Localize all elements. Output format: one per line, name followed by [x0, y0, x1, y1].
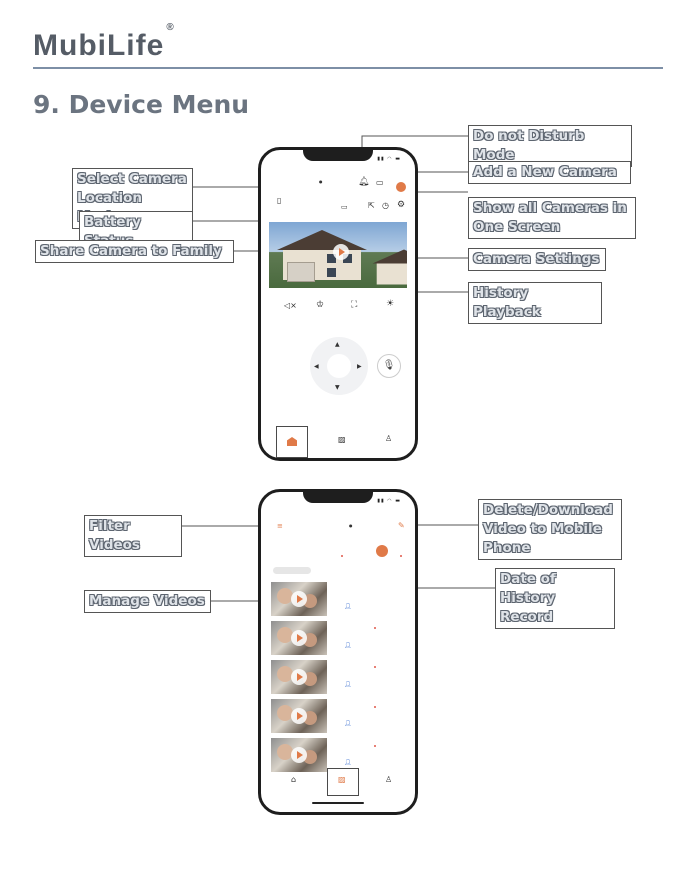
tab-home-highlight [276, 426, 308, 458]
add-camera-icon[interactable] [396, 182, 406, 192]
arrow-right-icon[interactable]: ▶ [357, 363, 362, 370]
play-icon[interactable] [291, 708, 307, 724]
battery-icon: ▭ [341, 203, 348, 211]
arrow-up-icon[interactable]: ▲ [335, 341, 340, 348]
phone-notch [303, 147, 373, 161]
home-icon[interactable]: ⌂ [291, 775, 297, 784]
tab-gallery-highlight [327, 768, 359, 796]
phone-videos: ▮▮ ◠ ▬ ≡ ● ✎ 👤︎ 👤︎ 👤︎ 👤︎ 👤︎ ⌂ ▨ ♙ [258, 489, 418, 815]
video-thumbnail[interactable] [271, 738, 327, 772]
callout-date-history: Date of History Record [495, 568, 615, 629]
header-rule [33, 67, 663, 69]
profile-icon[interactable]: ♙ [385, 434, 393, 443]
person-icon: 👤︎ [344, 720, 352, 727]
gallery-icon[interactable]: ▨ [338, 435, 346, 444]
event-marker [374, 706, 376, 708]
callout-do-not-disturb: Do not Disturb Mode [468, 125, 632, 167]
callout-filter-videos: Filter Videos [84, 515, 182, 557]
phone-live-view: ▮▮ ◠ ▬ ● 🔔︎ ▭ ▯ ▭ ⇱ ◷ ⚙︎ ◁× ♔ ⛶ ☀︎ ▲ ▼ ◀… [258, 147, 418, 461]
siren-icon[interactable]: ♔ [316, 300, 325, 310]
share-icon[interactable]: ⇱ [368, 201, 375, 210]
callout-history-playback: History Playback [468, 282, 602, 324]
title-dot-icon: ● [349, 523, 353, 528]
person-icon: 👤︎ [344, 681, 352, 688]
brand-logo: MubiLife® [33, 22, 174, 63]
status-bar-icons: ▮▮ ◠ ▬ [377, 498, 401, 504]
video-thumbnail[interactable] [271, 621, 327, 655]
play-icon[interactable] [291, 669, 307, 685]
grid-icon[interactable]: ▭ [376, 178, 384, 187]
phone-notch [303, 489, 373, 503]
fullscreen-icon[interactable]: ⛶ [351, 300, 358, 310]
gallery-icon[interactable]: ▨ [338, 775, 346, 784]
profile-icon[interactable]: ♙ [385, 775, 393, 784]
play-icon[interactable] [291, 630, 307, 646]
callout-delete-download: Delete/Download Video to Mobile Phone [478, 499, 622, 560]
section-title: 9. Device Menu [33, 90, 250, 119]
date-pill [273, 567, 311, 574]
person-icon: 👤︎ [344, 759, 352, 766]
selected-date-icon[interactable] [376, 545, 388, 557]
callout-share-camera: Share Camera to Family [35, 240, 234, 263]
home-indicator [312, 802, 364, 804]
callout-add-camera: Add a New Camera [468, 161, 631, 184]
ptz-dpad[interactable]: ▲ ▼ ◀ ▶ [310, 337, 368, 395]
arrow-left-icon[interactable]: ◀ [314, 363, 319, 370]
event-marker [374, 666, 376, 668]
edit-icon[interactable]: ✎ [398, 521, 405, 530]
event-marker [374, 745, 376, 747]
settings-icon[interactable]: ⚙︎ [397, 200, 406, 210]
date-marker [400, 555, 402, 557]
play-icon[interactable] [291, 591, 307, 607]
location-icon[interactable]: ● [319, 179, 323, 184]
status-bar-icons: ▮▮ ◠ ▬ [377, 156, 401, 162]
person-icon: 👤︎ [344, 603, 352, 610]
video-thumbnail[interactable] [271, 660, 327, 694]
video-thumbnail[interactable] [271, 582, 327, 616]
event-marker [374, 627, 376, 629]
brand-name: MubiLife [33, 29, 165, 62]
play-icon[interactable] [291, 747, 307, 763]
arrow-down-icon[interactable]: ▼ [335, 384, 340, 391]
mute-icon[interactable]: ◁× [284, 301, 297, 310]
filter-icon[interactable]: ≡ [277, 522, 283, 530]
bell-icon[interactable]: 🔔︎ [358, 177, 370, 187]
callout-manage-videos: Manage Videos [84, 590, 211, 613]
camera-thumb-icon: ▯ [277, 196, 282, 205]
house-image [277, 230, 367, 282]
callout-show-all-cameras: Show all Cameras in One Screen [468, 197, 636, 239]
history-icon[interactable]: ◷ [382, 201, 389, 210]
live-video[interactable] [269, 222, 407, 288]
video-thumbnail[interactable] [271, 699, 327, 733]
play-icon[interactable] [333, 244, 349, 260]
bulb-icon[interactable]: ☀︎ [386, 299, 395, 309]
home-icon[interactable] [287, 437, 297, 446]
registered-mark: ® [166, 22, 175, 33]
callout-camera-settings: Camera Settings [468, 248, 606, 271]
date-marker [341, 555, 343, 557]
person-icon: 👤︎ [344, 642, 352, 649]
mic-icon[interactable]: 🎙︎ [377, 354, 401, 378]
